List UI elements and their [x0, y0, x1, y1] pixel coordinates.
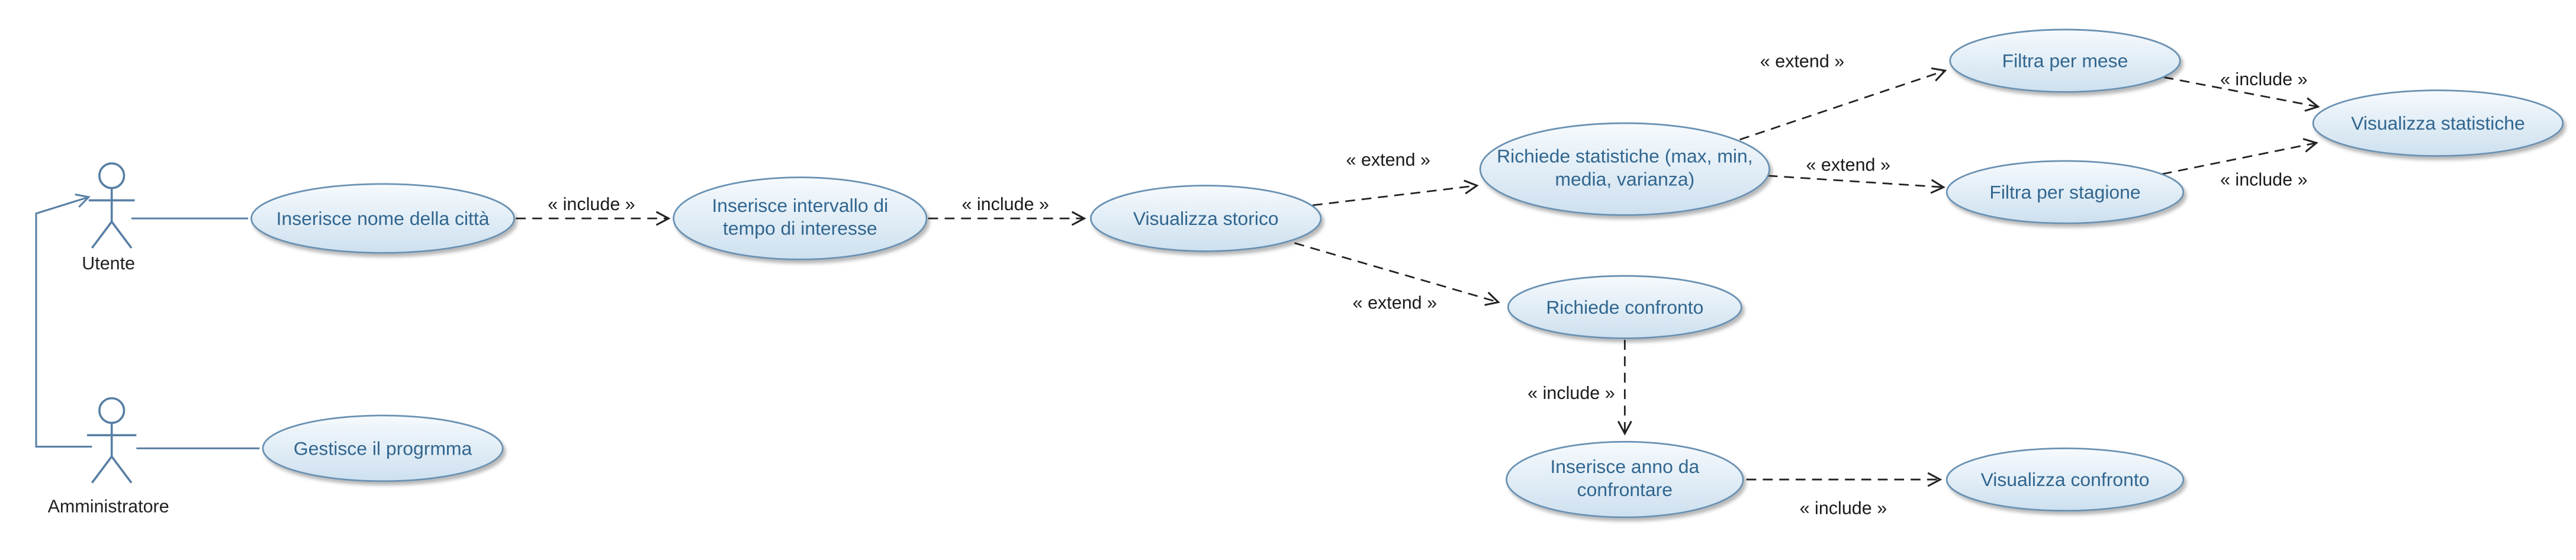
- usecase-filtra-per-stagione: Filtra per stagione: [1945, 160, 2185, 224]
- edge-include-intervallo-storico: « include »: [928, 194, 1086, 226]
- actor-utente: Utente: [82, 162, 135, 273]
- actor-utente-label: Utente: [82, 253, 135, 273]
- usecase-ellipse: [1506, 440, 1744, 519]
- edge-include-mese-visstatistiche: « include »: [2163, 69, 2320, 112]
- usecase-label: Inserisce anno da: [1550, 456, 1699, 477]
- edge-label: « include »: [2220, 69, 2308, 89]
- edge-label: « include »: [548, 194, 635, 214]
- edge-extend-statistiche-stagione: « extend »: [1767, 155, 1945, 194]
- actor-amministratore: Amministratore: [48, 397, 169, 517]
- usecase-label: Inserisce nome della città: [276, 208, 490, 229]
- usecase-label: confrontare: [1577, 479, 1673, 500]
- edge-include-stagione-visstatistiche: « include »: [2162, 138, 2318, 189]
- usecase-label: Richiede statistiche (max, min,: [1497, 146, 1753, 167]
- usecase-label: Filtra per stagione: [1989, 182, 2140, 203]
- generalization-line: [35, 194, 92, 448]
- edge-label: « include »: [961, 194, 1049, 214]
- edge-generalization-amministratore-utente: [35, 194, 92, 448]
- dependency-arrow: [1739, 67, 1947, 141]
- dependency-arrow: [1312, 179, 1479, 207]
- usecase-ellipse: [1507, 275, 1742, 339]
- dependency-arrow: [1294, 242, 1500, 306]
- usecase-visualizza-statistiche: Visualizza statistiche: [2312, 89, 2564, 157]
- usecase-inserisce-nome-citta: Inserisce nome della città: [250, 183, 515, 254]
- usecase-ellipse: [673, 176, 928, 260]
- dependency-arrow: [2163, 76, 2320, 112]
- usecase-gestisce-programma: Gestisce il progrmma: [262, 414, 504, 482]
- edge-extend-statistiche-mese: « extend »: [1739, 52, 1947, 141]
- usecase-label: Visualizza storico: [1133, 208, 1279, 229]
- usecase-inserisce-intervallo-tempo: Inserisce intervallo di tempo di interes…: [673, 176, 928, 260]
- usecase-label: Visualizza statistiche: [2351, 112, 2525, 134]
- edge-label: « include »: [1800, 498, 1887, 518]
- usecase-visualizza-confronto: Visualizza confronto: [1945, 447, 2185, 512]
- usecase-ellipse: [1945, 447, 2185, 512]
- edge-label: « extend »: [1353, 293, 1437, 313]
- usecase-label: media, varianza): [1555, 168, 1694, 189]
- usecase-label: Gestisce il progrmma: [294, 437, 472, 459]
- usecase-label: Filtra per mese: [2002, 50, 2128, 72]
- usecase-ellipse: [1945, 160, 2185, 224]
- edge-label: « include »: [2220, 169, 2308, 189]
- usecase-richiede-confronto: Richiede confronto: [1507, 275, 1742, 339]
- edge-label: « extend »: [1760, 52, 1844, 72]
- edge-include-anno-visconfronto: « include »: [1746, 472, 1943, 518]
- edge-extend-storico-statistiche: « extend »: [1312, 150, 1479, 207]
- usecase-label: Visualizza confronto: [1981, 469, 2150, 490]
- edge-label: « extend »: [1346, 150, 1430, 170]
- actor-utente-body: [88, 188, 135, 249]
- usecase-ellipse: [1479, 122, 1770, 216]
- edge-extend-storico-confronto: « extend »: [1294, 242, 1500, 313]
- edge-include-confronto-anno: « include »: [1527, 340, 1632, 436]
- edge-include-citta-intervallo: « include »: [516, 194, 671, 226]
- usecase-label: Richiede confronto: [1546, 297, 1703, 318]
- actor-amministratore-body: [87, 423, 137, 484]
- usecase-inserisce-anno-confrontare: Inserisce anno da confrontare: [1506, 440, 1744, 519]
- usecase-ellipse: [262, 414, 504, 482]
- usecase-ellipse: [1090, 185, 1322, 252]
- dependency-arrow: [1767, 175, 1945, 194]
- usecase-richiede-statistiche: Richiede statistiche (max, min, media, v…: [1479, 122, 1770, 216]
- usecase-ellipse: [2312, 89, 2564, 157]
- dependency-arrow: [2162, 138, 2318, 175]
- usecase-filtra-per-mese: Filtra per mese: [1949, 28, 2181, 93]
- actor-amministratore-head: [98, 397, 126, 424]
- usecase-ellipse: [250, 183, 515, 254]
- usecase-label: tempo di interesse: [723, 218, 877, 239]
- edge-label: « extend »: [1806, 155, 1890, 175]
- actor-amministratore-label: Amministratore: [48, 497, 169, 517]
- actor-utente-head: [98, 162, 126, 189]
- edge-label: « include »: [1527, 383, 1615, 403]
- usecase-label: Inserisce intervallo di: [712, 195, 888, 216]
- usecase-visualizza-storico: Visualizza storico: [1090, 185, 1322, 252]
- usecase-ellipse: [1949, 28, 2181, 93]
